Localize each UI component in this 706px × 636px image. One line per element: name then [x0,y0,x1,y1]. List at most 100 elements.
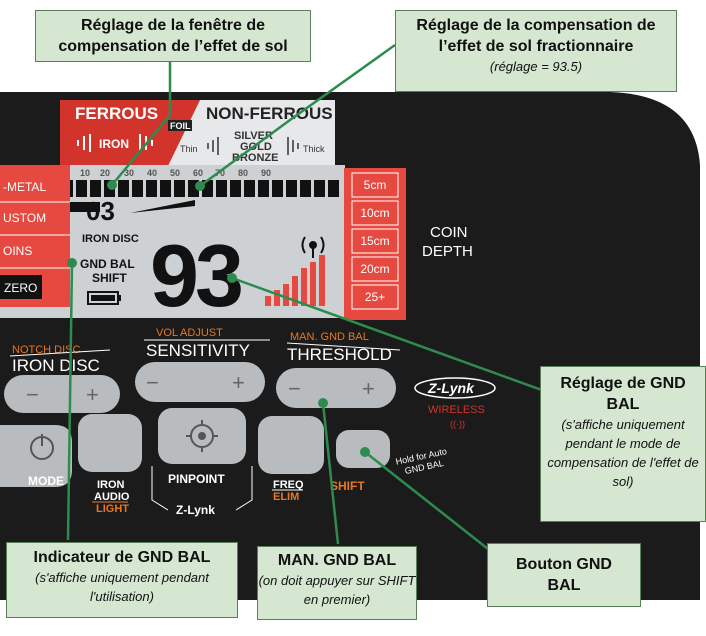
callout-fractional: Réglage de la compensation de l’effet de… [395,10,677,92]
segment [244,180,255,197]
zero-mode-active [0,275,42,299]
notch-underline [60,202,100,212]
ferrous-label: FERROUS [75,104,158,123]
iron-audio-button[interactable] [78,414,142,472]
iron-label: IRON [99,137,129,151]
svg-text:−: − [288,376,301,401]
threshold-rocker[interactable]: − + [276,368,396,408]
light-label: LIGHT [96,503,129,515]
svg-text:-METAL: -METAL [3,180,46,194]
segment [258,180,269,197]
depth-labels: 5cm 10cm 15cm 20cm 25+ [351,172,399,310]
zlynk-logo: Z-Lynk [427,380,475,396]
freq-elim-button[interactable] [258,416,324,474]
lcd-scale: 10 20 30 40 50 60 70 80 90 [80,168,271,178]
iron-label-1: IRON [97,479,125,491]
audio-icon [301,236,325,258]
svg-text:70: 70 [215,168,225,178]
zlynk-label: Z-Lynk [176,503,215,517]
ferrous-zone [60,100,200,172]
svg-text:+: + [362,376,375,401]
depth-column [344,168,406,320]
man-gnd-bal-label: MAN. GND BAL [290,331,369,343]
callout-gnd-bal-setting: Réglage de GND BAL (s'affiche uniquement… [540,366,706,522]
mode-label: MODE [28,474,64,488]
lcd-iron-disc: IRON DISC [82,233,139,245]
window-digits: 03 [86,196,115,226]
callout-gnd-bal-button: Bouton GND BAL [487,543,641,607]
iron-disc-rocker[interactable]: − + [4,375,120,413]
signal-bars-icon [265,255,325,306]
wireless-icon: ((·)) [450,419,465,429]
svg-text:20cm: 20cm [360,262,389,276]
callout-fractional-title: Réglage de la compensation de l’effet de… [416,17,656,55]
callout-fractional-sub: (réglage = 93.5) [489,59,583,74]
leader-dots [67,180,370,457]
leader-lines [66,43,598,561]
segment [160,180,171,197]
svg-text:USTOM: USTOM [3,211,46,225]
segment [188,180,199,197]
thick-label: Thick [303,144,325,154]
svg-text:OINS: OINS [3,244,32,258]
big-digits: 93 [150,226,241,325]
segment [132,180,143,197]
thin-label: Thin [180,144,198,154]
callout-ground-window: Réglage de la fenêtre de compensation de… [35,10,311,62]
sensitivity-label: SENSITIVITY [146,341,250,360]
svg-text:90: 90 [261,168,271,178]
audio-label: AUDIO [94,491,130,503]
pinpoint-button[interactable] [158,408,246,464]
segment [118,180,129,197]
svg-text:30: 30 [124,168,134,178]
svg-text:10: 10 [80,168,90,178]
callout-ground-window-title: Réglage de la fenêtre de compensation de… [58,17,288,55]
segment [286,180,297,197]
wireless-label: WIRELESS [428,404,485,416]
svg-text:15cm: 15cm [360,234,389,248]
svg-text:60: 60 [193,168,203,178]
segment [174,180,185,197]
segment [216,180,227,197]
segment [272,180,283,197]
zlynk-logo-ring [414,377,496,399]
foil-badge [168,120,192,131]
segment [76,180,87,197]
segment [314,180,325,197]
callout-gnd-bal-indicator: Indicateur de GND BAL (s'affiche uniquem… [6,542,238,618]
segment [300,180,311,197]
svg-text:50: 50 [170,168,180,178]
svg-text:+: + [86,382,99,407]
mode-button[interactable] [0,425,72,487]
callout-gnd-bal-indicator-title: Indicateur de GND BAL [33,549,211,566]
callout-man-gnd-bal-title: MAN. GND BAL [277,552,397,569]
non-ferrous-label: NON-FERROUS [206,104,333,123]
segment [328,180,339,197]
foil-label: FOIL [170,121,191,131]
freq-label: FREQ [273,479,304,491]
sensitivity-rocker[interactable]: − + [135,362,265,402]
lcd-shift: SHIFT [92,271,127,285]
svg-text:20: 20 [100,168,110,178]
svg-text:80: 80 [238,168,248,178]
svg-text:+: + [232,370,245,395]
foil-ticks [207,137,299,155]
segment [90,180,101,197]
elim-label: ELIM [273,491,299,503]
iron-disc-label: IRON DISC [12,356,100,375]
svg-text:10cm: 10cm [360,206,389,220]
mode-labels: -METAL USTOM OINS [3,180,46,258]
callout-gnd-bal-indicator-sub: (s'affiche uniquement pendant l'utilisat… [35,570,209,604]
pinpoint-label: PINPOINT [168,472,225,486]
iron-ticks [77,134,153,152]
wedge-indicator [130,200,195,213]
lcd-gnd-bal: GND BAL [80,257,135,271]
svg-text:−: − [26,382,39,407]
callout-gnd-bal-setting-sub: (s'affiche uniquement pendant le mode de… [547,417,699,489]
mode-zero: ZERO [4,281,37,295]
callout-man-gnd-bal: MAN. GND BAL (on doit appuyer sur SHIFT … [257,546,417,620]
segment [202,180,213,197]
callout-man-gnd-bal-sub: (on doit appuyer sur SHIFT en premier) [258,573,416,607]
shift-label: SHIFT [330,479,365,493]
